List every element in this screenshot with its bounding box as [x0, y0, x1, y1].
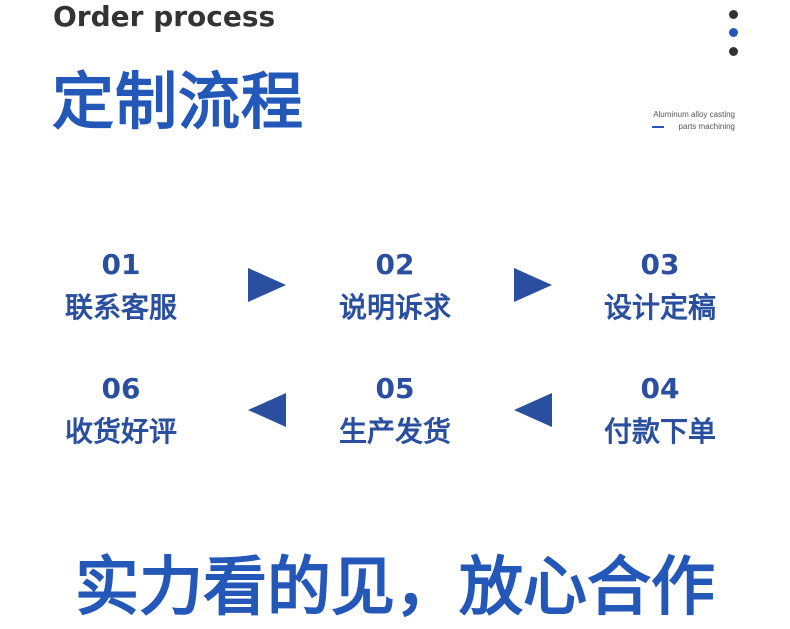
tagline-2: parts machining [678, 122, 735, 131]
step-label: 设计定稿 [603, 291, 716, 324]
step-3: 03 设计定稿 [570, 248, 750, 326]
arrow-right-icon [514, 268, 552, 302]
step-number: 04 [640, 372, 680, 405]
step-6: 06 收货好评 [31, 372, 211, 450]
step-label: 说明诉求 [338, 291, 451, 324]
step-5: 05 生产发货 [305, 372, 485, 450]
step-label: 生产发货 [338, 415, 451, 448]
tagline-1: Aluminum alloy casting [653, 110, 735, 119]
arrow-left-icon [514, 393, 552, 427]
step-number: 06 [101, 372, 141, 405]
step-number: 05 [375, 372, 415, 405]
dot-icon [729, 10, 738, 19]
step-4: 04 付款下单 [570, 372, 750, 450]
step-number: 02 [375, 248, 415, 281]
tagline-dash [652, 126, 664, 128]
title-english: Order process [53, 0, 276, 33]
arrow-right-icon [248, 268, 286, 302]
dot-icon-active [729, 28, 738, 37]
title-chinese: 定制流程 [52, 65, 305, 138]
step-number: 03 [640, 248, 680, 281]
step-number: 01 [101, 248, 141, 281]
slogan: 实力看的见，放心合作 [75, 551, 715, 625]
step-2: 02 说明诉求 [305, 248, 485, 326]
step-label: 付款下单 [603, 415, 716, 448]
arrow-left-icon [248, 393, 286, 427]
step-label: 联系客服 [64, 291, 177, 324]
dot-icon [729, 47, 738, 56]
step-label: 收货好评 [64, 415, 177, 448]
step-1: 01 联系客服 [31, 248, 211, 326]
